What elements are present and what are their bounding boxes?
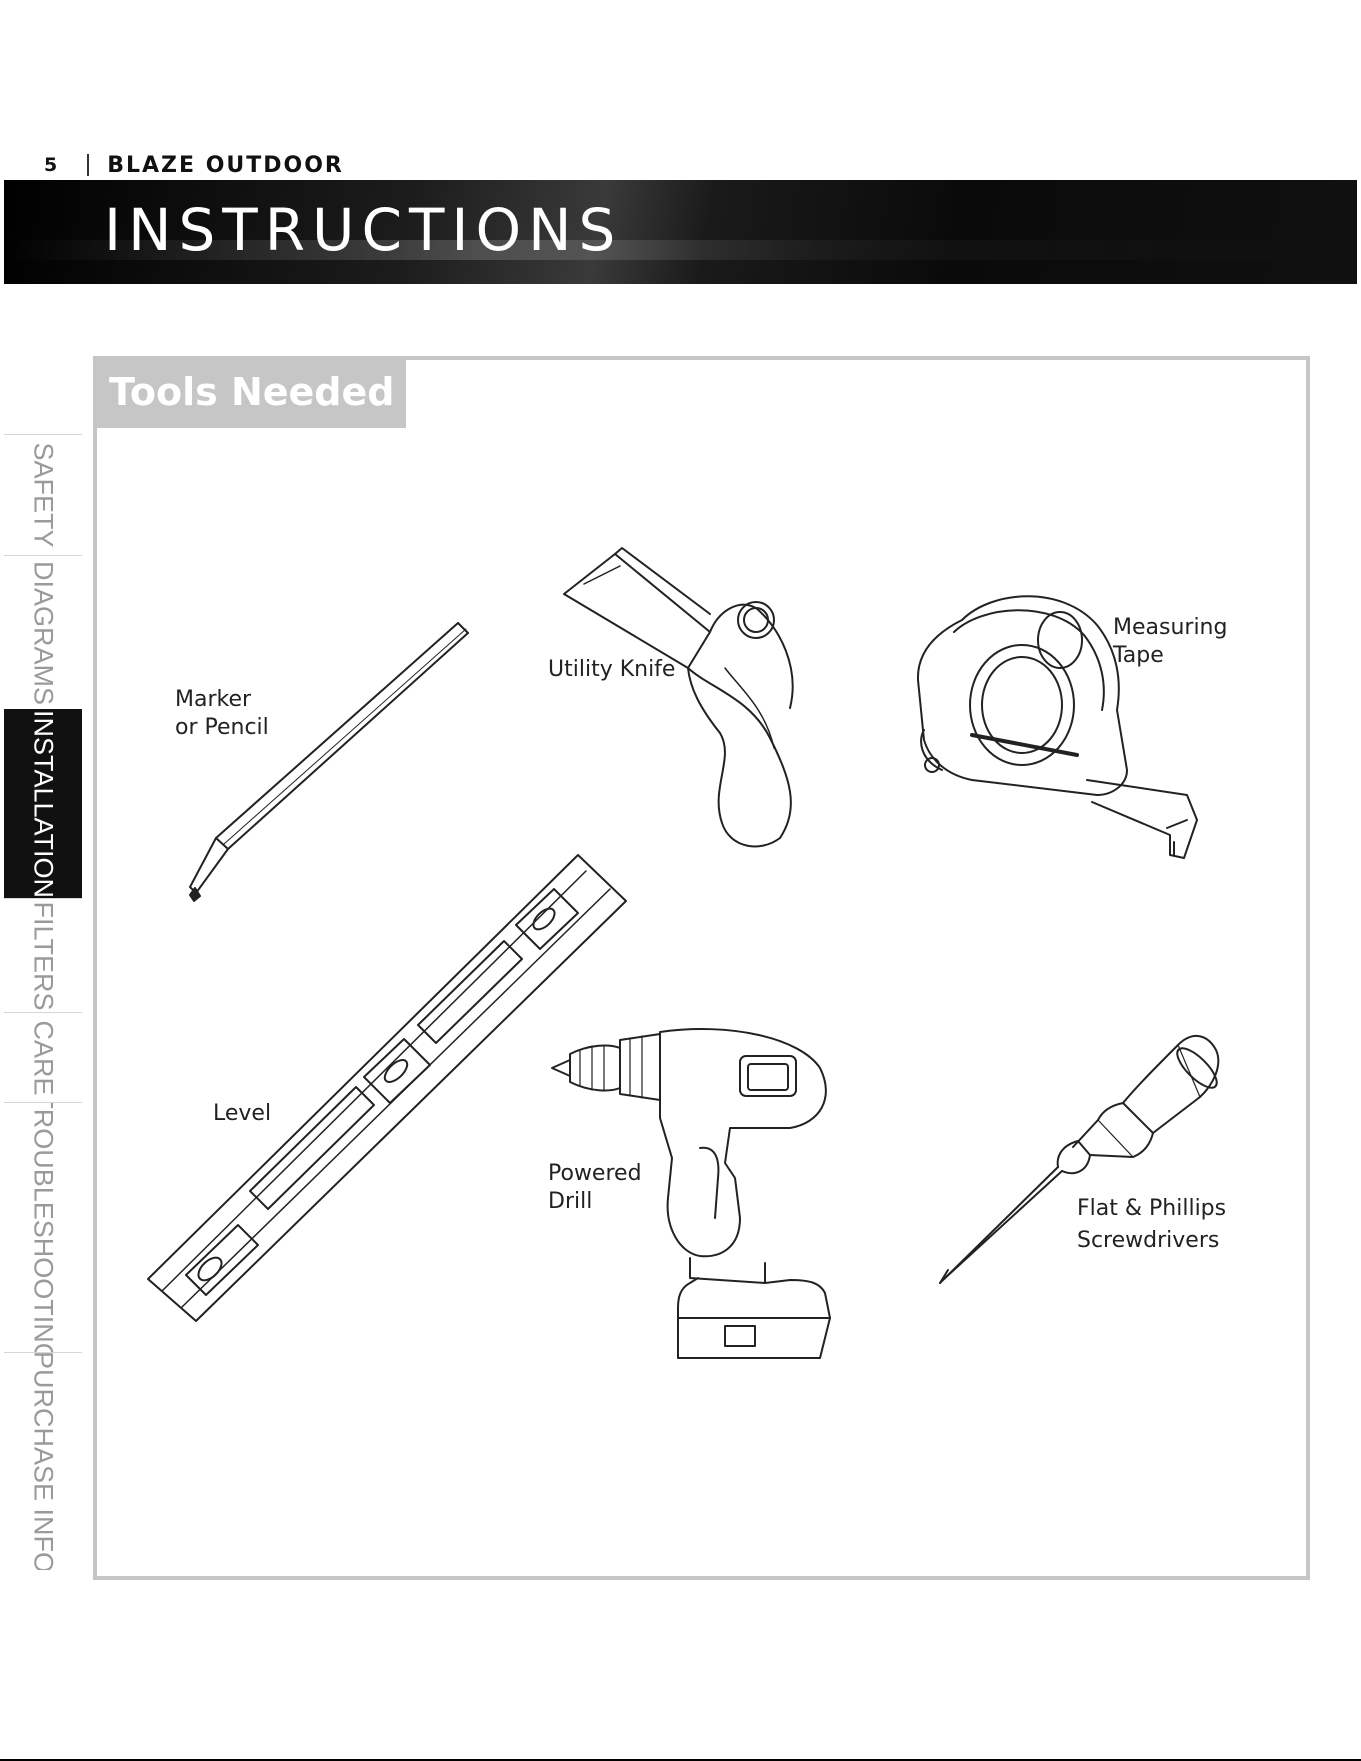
label-utility-knife: Utility Knife [548, 656, 675, 684]
panel-title-tab: Tools Needed [93, 356, 406, 428]
panel-title: Tools Needed [109, 370, 394, 414]
utility-knife-icon [560, 548, 850, 848]
nav-item-installation[interactable]: INSTALLATION [4, 709, 82, 898]
nav-item-label: CARE [28, 1020, 59, 1095]
nav-item-label: TROUBLESHOOTING [28, 1102, 59, 1352]
nav-item-label: SAFETY [28, 442, 59, 547]
nav-item-troubleshooting[interactable]: TROUBLESHOOTING [4, 1102, 82, 1352]
nav-item-care[interactable]: CARE [4, 1012, 82, 1102]
page-number: 5 [44, 154, 57, 176]
nav-item-label: PURCHASE INFO [28, 1352, 59, 1570]
nav-item-safety[interactable]: SAFETY [4, 434, 82, 555]
nav-item-purchase-info[interactable]: PURCHASE INFO [4, 1352, 82, 1570]
header-divider [87, 154, 89, 176]
nav-item-filters[interactable]: FILTERS [4, 898, 82, 1012]
nav-item-label: DIAGRAMS [28, 560, 59, 704]
section-banner: INSTRUCTIONS [4, 180, 1357, 284]
page-header: 5 BLAZE OUTDOOR [44, 150, 344, 180]
nav-item-label: FILTERS [28, 901, 59, 1010]
nav-item-label: INSTALLATION [28, 710, 59, 898]
nav-item-diagrams[interactable]: DIAGRAMS [4, 555, 82, 709]
label-level: Level [213, 1100, 271, 1128]
brand-name: BLAZE OUTDOOR [107, 153, 344, 178]
banner-title: INSTRUCTIONS [104, 196, 622, 264]
